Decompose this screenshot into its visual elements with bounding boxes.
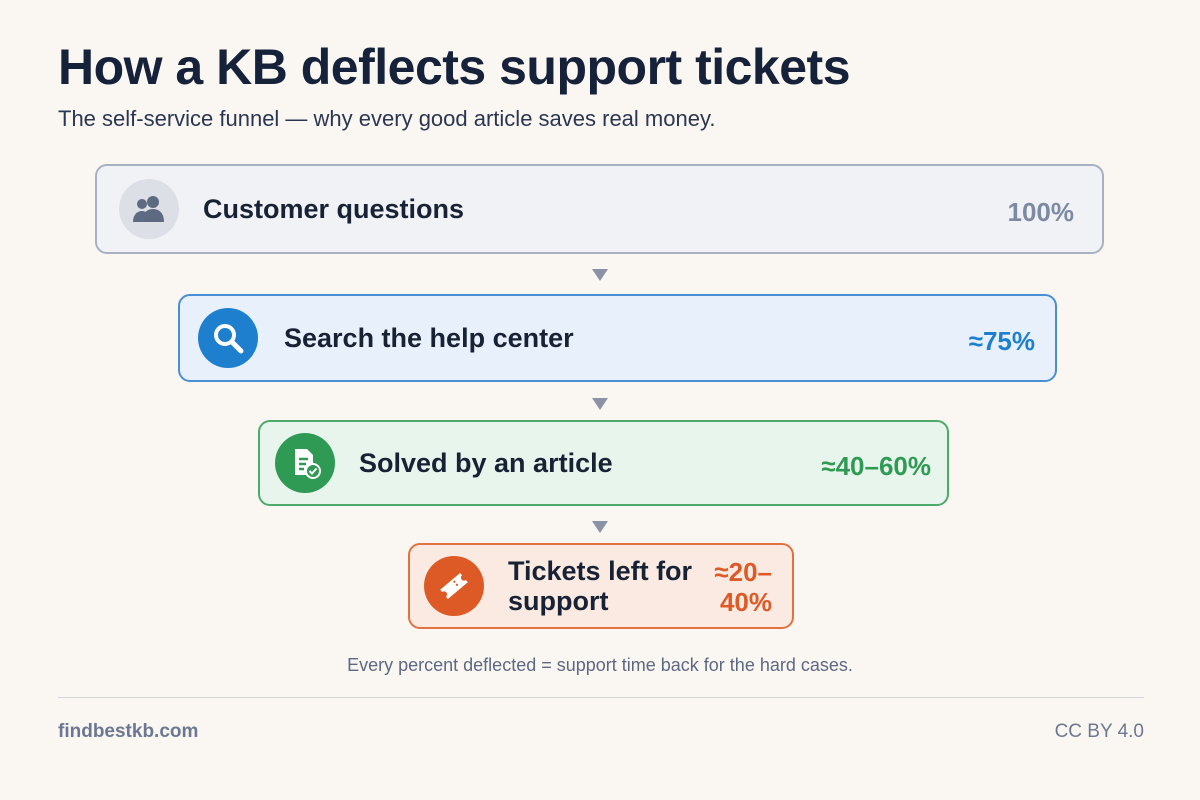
- stage-percent: 100%: [1007, 197, 1075, 227]
- search-icon: [198, 308, 258, 368]
- funnel-stage-solved-by-article: Solved by an article ≈40–60%: [258, 420, 949, 506]
- page-title: How a KB deflects support tickets: [58, 39, 851, 95]
- funnel-stage-search-help-center: Search the help center ≈75%: [178, 294, 1057, 382]
- divider: [58, 697, 1144, 698]
- stage-percent: ≈40–60%: [821, 451, 931, 481]
- article-check-icon: [275, 433, 335, 493]
- stage-label: Customer questions: [203, 193, 465, 224]
- footer-site: findbestkb.com: [58, 721, 199, 742]
- stage-label: Solved by an article: [359, 447, 613, 478]
- footnote: Every percent deflected = support time b…: [347, 655, 853, 675]
- down-arrow-icon: [592, 269, 608, 281]
- users-icon: [119, 179, 179, 239]
- stage-percent: ≈75%: [968, 326, 1035, 356]
- funnel-stage-tickets-left: Tickets left for support ≈20–40%: [408, 543, 794, 629]
- ticket-icon: [424, 556, 484, 616]
- stage-label: Search the help center: [284, 322, 574, 353]
- stage-label: Tickets left for support: [508, 556, 693, 616]
- page-subtitle: The self-service funnel — why every good…: [58, 106, 716, 131]
- down-arrow-icon: [592, 521, 608, 533]
- stage-percent: ≈20–40%: [714, 557, 772, 617]
- footer-license: CC BY 4.0: [1054, 721, 1144, 742]
- funnel-stage-customer-questions: Customer questions 100%: [95, 164, 1104, 254]
- down-arrow-icon: [592, 398, 608, 410]
